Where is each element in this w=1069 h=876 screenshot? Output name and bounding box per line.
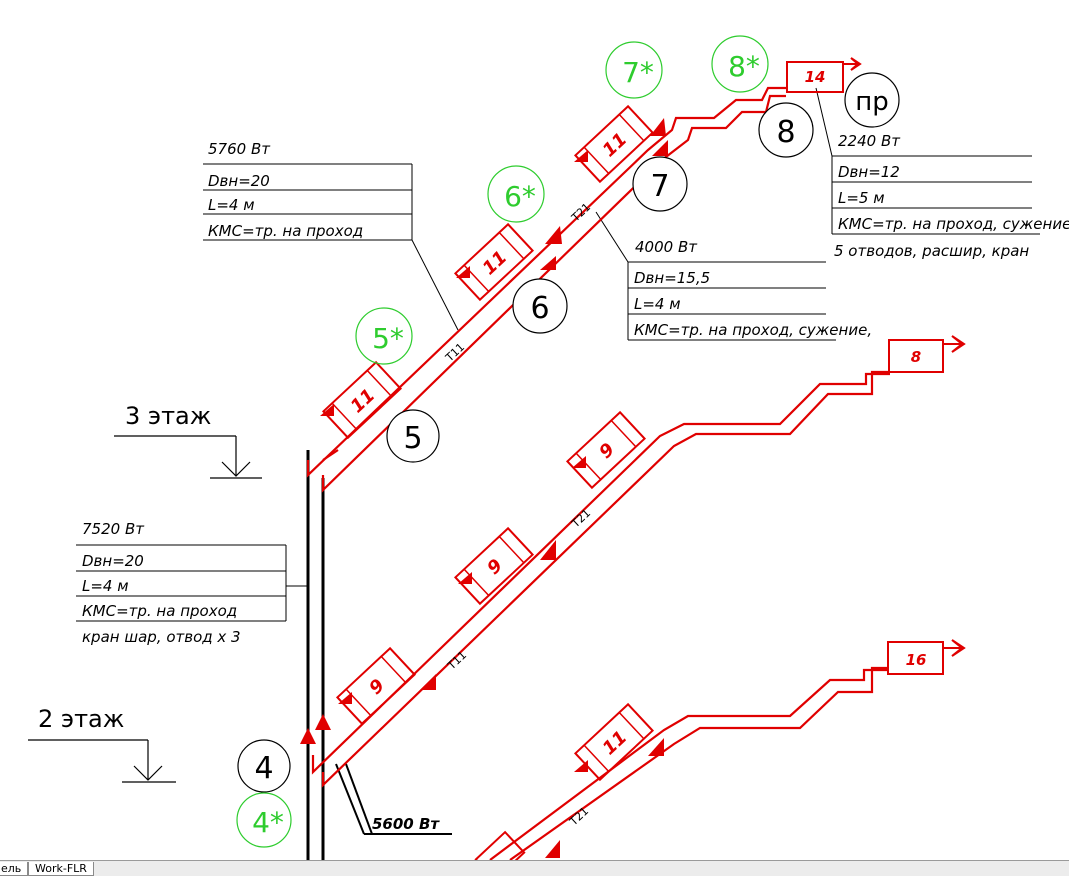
radiator-arrow bbox=[320, 404, 334, 416]
green-circle-7-star: 7* bbox=[605, 41, 663, 99]
callout-5600: 5600 Вт bbox=[335, 763, 452, 835]
svg-text:4: 4 bbox=[254, 751, 273, 786]
table-row: Dвн=12 bbox=[838, 163, 900, 181]
green-circle-6-star: 6* bbox=[487, 165, 545, 223]
node-circle-np: пр bbox=[844, 72, 900, 128]
info-table-7520: 7520 Вт Dвн=20 L=4 м КМС=тр. на проход к… bbox=[76, 520, 308, 646]
table-title: 5760 Вт bbox=[208, 140, 271, 158]
floor-3-label: 3 этаж bbox=[125, 402, 211, 430]
svg-text:8: 8 bbox=[776, 115, 795, 150]
riser-arrow bbox=[300, 728, 316, 744]
flow-arrow bbox=[652, 140, 668, 156]
flow-arrow bbox=[545, 840, 560, 858]
riser-arrow bbox=[315, 714, 331, 730]
node-circle-7: 7 bbox=[632, 156, 688, 212]
table-row: Dвн=20 bbox=[208, 172, 270, 190]
radiator-section-9-floor2-a: 9 bbox=[565, 410, 647, 490]
radiator-section-partial bbox=[474, 830, 526, 860]
table-row: Dвн=15,5 bbox=[634, 269, 710, 287]
node-circle-4: 4 bbox=[237, 739, 291, 793]
radiator-end-14: 14 bbox=[786, 57, 862, 93]
tab-work-flr[interactable]: Work-FLR bbox=[28, 862, 94, 876]
svg-text:4*: 4* bbox=[252, 806, 284, 839]
radiator-arrow bbox=[572, 456, 586, 468]
info-table-4000: 4000 Вт Dвн=15,5 L=4 м КМС=тр. на проход… bbox=[595, 211, 872, 341]
floor-2-label: 2 этаж bbox=[38, 705, 124, 733]
floor-mark-2: 2 этаж bbox=[28, 705, 176, 783]
tab-model[interactable]: ель bbox=[0, 862, 29, 876]
svg-text:пр: пр bbox=[855, 87, 889, 117]
svg-text:6*: 6* bbox=[504, 180, 536, 213]
floor-mark-3: 3 этаж bbox=[114, 402, 262, 479]
table-row: КМС=тр. на проход, сужение, bbox=[838, 215, 1069, 233]
table-row: L=4 м bbox=[82, 577, 129, 595]
svg-text:6: 6 bbox=[530, 291, 549, 326]
radiator-label: 14 bbox=[805, 68, 826, 86]
radiator-label: 8 bbox=[911, 348, 921, 366]
green-circle-8-star: 8* bbox=[711, 35, 769, 93]
flow-arrow bbox=[540, 540, 556, 560]
info-table-2240: 2240 Вт Dвн=12 L=5 м КМС=тр. на проход, … bbox=[815, 87, 1069, 260]
flow-arrow bbox=[648, 738, 664, 756]
note-5600: 5600 Вт bbox=[372, 815, 440, 833]
node-circle-5: 5 bbox=[386, 409, 440, 463]
node-circle-6: 6 bbox=[512, 278, 568, 334]
pipes-floor-1 bbox=[489, 666, 888, 860]
radiator-arrow bbox=[574, 150, 588, 162]
green-circle-4-star: 4* bbox=[236, 792, 292, 848]
pipes-floor-3 bbox=[306, 86, 786, 493]
table-row: КМС=тр. на проход bbox=[208, 222, 363, 240]
svg-text:8*: 8* bbox=[728, 50, 760, 83]
flow-arrow bbox=[540, 256, 556, 270]
table-row: L=5 м bbox=[838, 189, 885, 207]
table-row: Dвн=20 bbox=[82, 552, 144, 570]
pipes-floor-2 bbox=[311, 370, 890, 788]
info-table-5760: 5760 Вт Dвн=20 L=4 м КМС=тр. на проход bbox=[203, 140, 459, 331]
radiator-end-16: 16 bbox=[887, 639, 966, 675]
radiator-label: 16 bbox=[906, 651, 927, 669]
table-row: L=4 м bbox=[208, 196, 255, 214]
node-circle-8: 8 bbox=[758, 102, 814, 158]
table-row: КМС=тр. на проход bbox=[82, 602, 237, 620]
layout-tab-bar: ель Work-FLR bbox=[0, 860, 1069, 876]
table-extra: 5 отводов, расшир, кран bbox=[834, 242, 1029, 260]
radiator-arrow bbox=[456, 266, 470, 278]
flow-arrow bbox=[420, 674, 436, 690]
svg-text:9: 9 bbox=[595, 439, 618, 463]
pipe-label-t21: Т21 bbox=[566, 805, 591, 829]
svg-text:7*: 7* bbox=[622, 56, 654, 89]
pipe-label-t11: Т11 bbox=[444, 649, 469, 673]
radiator-arrow bbox=[574, 760, 588, 772]
table-title: 2240 Вт bbox=[838, 132, 901, 150]
green-circle-5-star: 5* bbox=[355, 307, 413, 365]
table-extra: кран шар, отвод х 3 bbox=[82, 628, 241, 646]
radiator-end-8: 8 bbox=[888, 335, 966, 373]
svg-text:9: 9 bbox=[483, 555, 506, 579]
svg-text:5: 5 bbox=[403, 421, 422, 456]
svg-text:7: 7 bbox=[650, 169, 669, 204]
radiator-arrow bbox=[338, 692, 352, 704]
radiator-arrow bbox=[458, 572, 472, 584]
svg-text:9: 9 bbox=[365, 675, 388, 699]
flow-arrow bbox=[650, 118, 666, 136]
table-title: 4000 Вт bbox=[635, 238, 698, 256]
table-row: КМС=тр. на проход, сужение, bbox=[634, 321, 872, 339]
svg-text:5*: 5* bbox=[372, 322, 404, 355]
table-title: 7520 Вт bbox=[82, 520, 145, 538]
table-row: L=4 м bbox=[634, 295, 681, 313]
flow-arrow bbox=[545, 226, 562, 244]
